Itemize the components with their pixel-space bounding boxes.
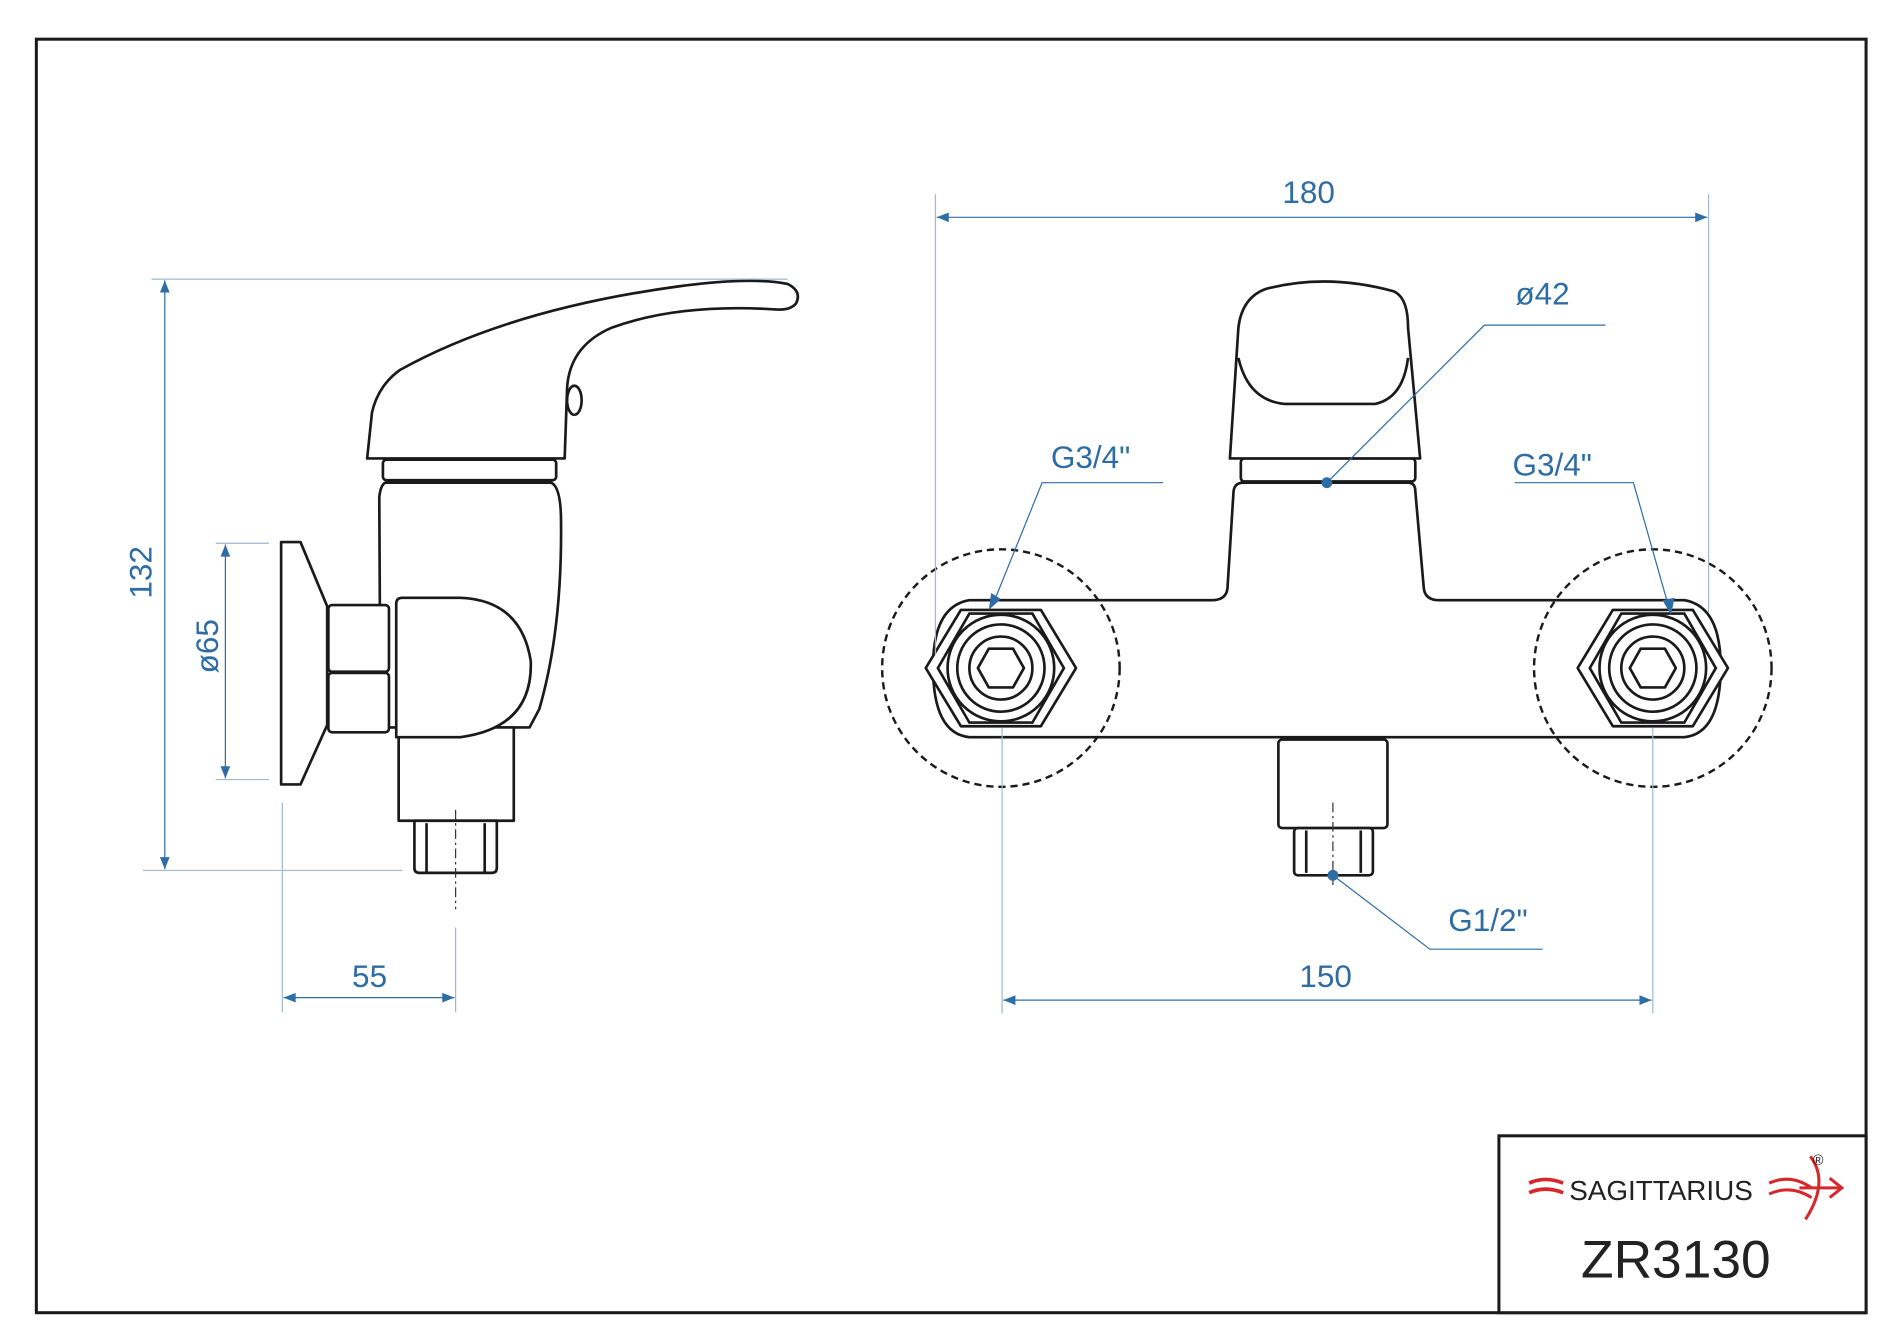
lower-body: [397, 726, 516, 823]
left-eccentric-inlet: [880, 548, 1121, 789]
side-view: 132 ø65 55: [122, 278, 800, 1013]
title-block: SAGITTARIUS ® ZR3130: [1497, 1134, 1868, 1315]
cartridge-diameter-label: ø42: [1515, 276, 1569, 312]
outlet-nipple: [413, 819, 499, 875]
elbow-connector: [394, 596, 533, 739]
mixer-body-front: [931, 481, 1722, 739]
height-dimension-label: 132: [122, 546, 158, 599]
flange-diameter-label: ø65: [189, 619, 225, 673]
sagittarius-logo: SAGITTARIUS ®: [1528, 1153, 1845, 1221]
brand-name: SAGITTARIUS: [1569, 1175, 1753, 1206]
model-number: ZR3130: [1581, 1231, 1771, 1290]
depth-dimension-label: 55: [352, 958, 387, 994]
wall-flange: [279, 540, 329, 786]
registered-mark: ®: [1813, 1153, 1824, 1169]
center-distance-label: 150: [1299, 958, 1352, 994]
lever-pin: [565, 384, 583, 417]
cartridge-ring: [381, 458, 558, 482]
left-inlet-thread-label: G3/4": [1051, 439, 1130, 475]
front-view: 180 150 ø42 G3/4" G3/4" G1/2": [880, 174, 1773, 1014]
outlet-body-front: [1277, 738, 1389, 830]
drawing-border: [34, 37, 1868, 1315]
hex-nut-lower: [327, 671, 391, 734]
right-eccentric-inlet: [1532, 548, 1773, 789]
right-inlet-thread-label: G3/4": [1512, 446, 1591, 482]
lever-handle-front: [1228, 280, 1422, 460]
lever-handle: [365, 279, 800, 460]
width-dimension-label: 180: [1282, 174, 1335, 210]
hex-nut-upper: [327, 603, 391, 674]
outlet-thread-label: G1/2": [1448, 902, 1527, 938]
